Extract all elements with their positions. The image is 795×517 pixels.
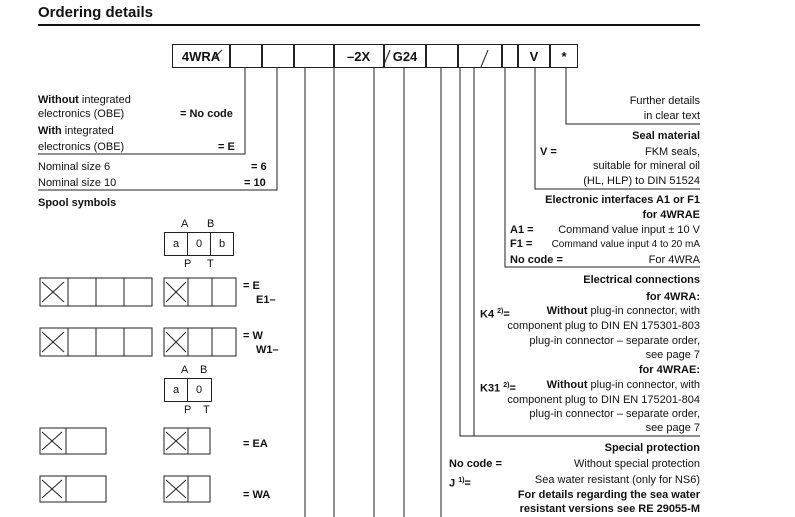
port-t-label: T xyxy=(207,258,214,270)
spool-box-2pos: a 0 xyxy=(164,378,212,402)
obe-none-label: Without integrated xyxy=(38,94,131,106)
code-seal: V xyxy=(518,44,550,68)
further-details-2: in clear text xyxy=(643,110,700,122)
nominal-size-10: Nominal size 10 xyxy=(38,177,117,189)
spool-code-e1: E1– xyxy=(256,294,276,306)
k31-line-4: see page 7 xyxy=(645,422,700,434)
box-divider xyxy=(187,379,188,401)
code-elec-slot xyxy=(458,44,502,68)
interfaces-title: Electronic interfaces A1 or F1 xyxy=(545,194,700,206)
nominal-size-10-code: = 10 xyxy=(244,177,266,189)
title-rule xyxy=(38,24,700,26)
box-b: b xyxy=(218,238,226,250)
nominal-size-6-code: = 6 xyxy=(251,161,267,173)
port-b-label: B xyxy=(207,218,215,230)
sp-nocode: No code = xyxy=(449,458,502,470)
spool-graphics xyxy=(39,277,237,503)
interfaces-sub: for 4WRAE xyxy=(642,209,700,221)
code-4wra: 4WRA xyxy=(172,44,230,68)
k4-code: K4 2)= xyxy=(480,308,510,321)
a1-text: Command value input ± 10 V xyxy=(558,224,700,236)
spool-symbols-title: Spool symbols xyxy=(38,197,117,209)
box-divider xyxy=(187,233,188,255)
seal-line-2: suitable for mineral oil xyxy=(593,160,700,172)
obe-with-code: = E xyxy=(218,141,235,153)
box-a: a xyxy=(172,238,180,250)
port-p-label: P xyxy=(184,404,192,416)
sp-note-1: For details regarding the sea water xyxy=(517,489,700,501)
seal-code-v: V = xyxy=(540,146,557,158)
obe-with-label-2: electronics (OBE) xyxy=(38,141,125,153)
code-iface-slot xyxy=(426,44,458,68)
obe-none-label-2: electronics (OBE) xyxy=(38,108,125,120)
code-spool-slot xyxy=(294,44,334,68)
special-protection-title: Special protection xyxy=(604,442,700,454)
sp-j-text: Sea water resistant (only for NS6) xyxy=(534,474,700,486)
further-details-1: Further details xyxy=(629,95,700,107)
seal-material-title: Seal material xyxy=(632,130,700,142)
port-a-label: A xyxy=(181,218,189,230)
k31-line-3: plug-in connector – separate order, xyxy=(529,408,700,420)
obe-with-label: With integrated xyxy=(38,125,114,137)
code-voltage: G24 xyxy=(384,44,426,68)
k31-code: K31 2)= xyxy=(480,382,516,395)
obe-none-code: = No code xyxy=(180,108,233,120)
f1-code: F1 = xyxy=(510,238,533,250)
spool-code-wa: = WA xyxy=(243,489,271,501)
spool-code-e: = E xyxy=(243,280,260,292)
seal-line-3: (HL, HLP) to DIN 51524 xyxy=(583,175,700,187)
spool-code-w1: W1– xyxy=(256,344,279,356)
k4-line-2: component plug to DIN EN 175301-803 xyxy=(507,320,700,332)
k4-line-1: Without plug-in connector, with xyxy=(546,305,700,317)
port-p-label: P xyxy=(184,258,192,270)
sp-note-2: resistant versions see RE 29055-M xyxy=(519,503,700,515)
a1-code: A1 = xyxy=(510,224,534,236)
k4-line-3: plug-in connector – separate order, xyxy=(529,335,700,347)
port-a-label: A xyxy=(181,364,189,376)
electrical-title: Electrical connections xyxy=(583,274,700,286)
sp-nocode-text: Without special protection xyxy=(574,458,700,470)
f1-text: Command value input 4 to 20 mA xyxy=(551,239,700,250)
spool-code-ea: = EA xyxy=(243,438,268,450)
k4-line-4: see page 7 xyxy=(645,349,700,361)
electrical-sub-4wrae: for 4WRAE: xyxy=(638,364,700,376)
box-a: a xyxy=(172,384,180,396)
code-further: * xyxy=(550,44,578,68)
nominal-size-6: Nominal size 6 xyxy=(38,161,111,173)
nocode-code: No code = xyxy=(510,254,563,266)
seal-line-1: FKM seals, xyxy=(644,146,700,158)
code-size-slot xyxy=(262,44,294,68)
box-divider xyxy=(210,233,211,255)
box-0: 0 xyxy=(195,238,203,250)
code-obe-slot xyxy=(230,44,262,68)
port-t-label: T xyxy=(203,404,210,416)
spool-box-3pos: a 0 b xyxy=(164,232,234,256)
page-title: Ordering details xyxy=(38,4,154,21)
box-0: 0 xyxy=(195,384,203,396)
nocode-text: For 4WRA xyxy=(648,254,700,266)
k31-line-2: component plug to DIN EN 175201-804 xyxy=(507,394,700,406)
code-series: –2X xyxy=(334,44,384,68)
port-b-label: B xyxy=(200,364,208,376)
spool-code-w: = W xyxy=(243,330,263,342)
sp-j-code: J 1)= xyxy=(449,477,471,490)
code-spare-slot xyxy=(502,44,518,68)
k31-line-1: Without plug-in connector, with xyxy=(546,379,700,391)
electrical-sub-4wra: for 4WRA: xyxy=(646,291,700,303)
